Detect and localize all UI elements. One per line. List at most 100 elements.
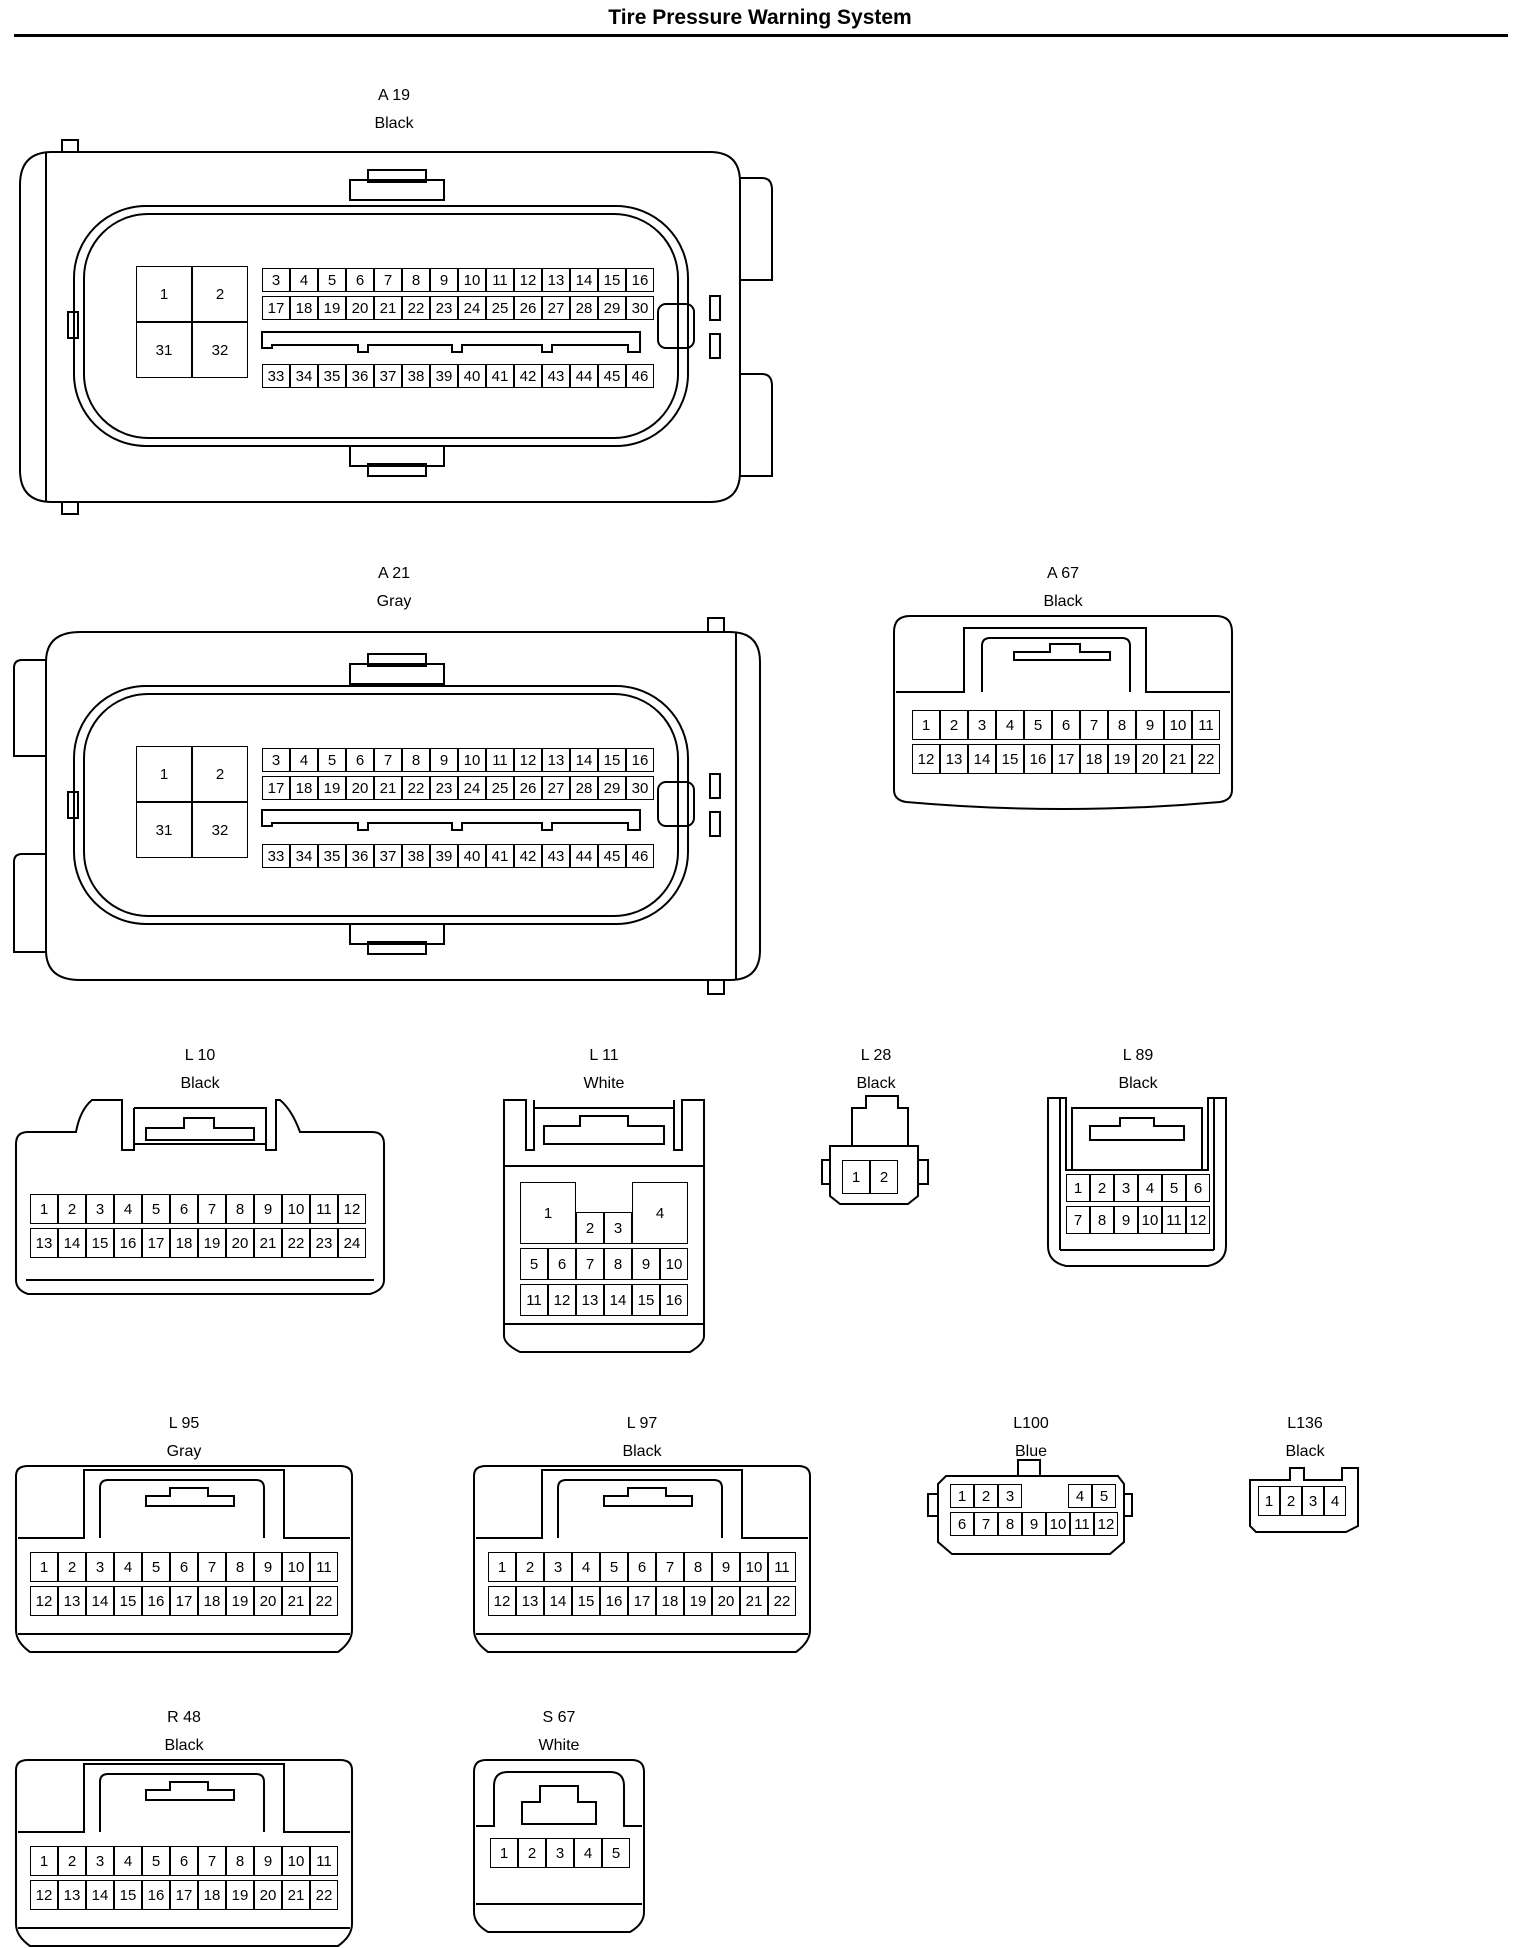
connector-l97-pin-18: 18 (656, 1586, 684, 1616)
connector-a19-pin-23: 23 (430, 296, 458, 320)
connector-l89-pin-7: 7 (1066, 1206, 1090, 1234)
connector-l95-pin-8: 8 (226, 1552, 254, 1582)
connector-a21-pin-17: 17 (262, 776, 290, 800)
connector-a67-pin-11: 11 (1192, 710, 1220, 740)
connector-a19-pin-38: 38 (402, 364, 430, 388)
connector-a21-pin-22: 22 (402, 776, 430, 800)
connector-l95-pin-14: 14 (86, 1586, 114, 1616)
connector-a21-pin-44: 44 (570, 844, 598, 868)
connector-a19-pin-25: 25 (486, 296, 514, 320)
connector-l89-pin-12: 12 (1186, 1206, 1210, 1234)
connector-a19-pin-37: 37 (374, 364, 402, 388)
connector-a19-pin-4: 4 (290, 268, 318, 292)
connector-l11-pin-10: 10 (660, 1248, 688, 1280)
connector-r48-pin-15: 15 (114, 1880, 142, 1910)
connector-a21-pin-7: 7 (374, 748, 402, 772)
connector-a19-pin-21: 21 (374, 296, 402, 320)
connector-l10-pin-23: 23 (310, 1228, 338, 1258)
connector-a21-pin-39: 39 (430, 844, 458, 868)
connector-a19-pin-15: 15 (598, 268, 626, 292)
connector-s67-housing (473, 1759, 645, 1933)
connector-a21-pin-26: 26 (514, 776, 542, 800)
connector-a19-pin-41: 41 (486, 364, 514, 388)
connector-r48-pin-17: 17 (170, 1880, 198, 1910)
connector-l97-id-label: L 97 (626, 1415, 658, 1432)
connector-a19-pin-33: 33 (262, 364, 290, 388)
connector-l89-pin-11: 11 (1162, 1206, 1186, 1234)
connector-a67-pin-2: 2 (940, 710, 968, 740)
connector-l100-pin-2: 2 (974, 1484, 998, 1508)
connector-l95-pin-9: 9 (254, 1552, 282, 1582)
connector-a67-pin-3: 3 (968, 710, 996, 740)
connector-r48-pin-22: 22 (310, 1880, 338, 1910)
connector-a19-pin-46: 46 (626, 364, 654, 388)
connector-l97-housing (473, 1465, 811, 1653)
connector-a19-pin-24: 24 (458, 296, 486, 320)
connector-a19-pin-16: 16 (626, 268, 654, 292)
connector-l11-id-label: L 11 (589, 1047, 619, 1064)
page-title: Tire Pressure Warning System (608, 6, 912, 29)
connector-r48-housing (15, 1759, 353, 1947)
connector-s67-pin-3: 3 (546, 1838, 574, 1868)
connector-l28-housing (821, 1095, 929, 1205)
connector-r48-pin-7: 7 (198, 1846, 226, 1876)
connector-a21-pin-16: 16 (626, 748, 654, 772)
connector-l95-pin-17: 17 (170, 1586, 198, 1616)
connector-a21-pin-33: 33 (262, 844, 290, 868)
connector-l100-pin-10: 10 (1046, 1512, 1070, 1536)
connector-l95-pin-2: 2 (58, 1552, 86, 1582)
connector-r48-pin-16: 16 (142, 1880, 170, 1910)
connector-a21-pin-45: 45 (598, 844, 626, 868)
connector-l100-pin-11: 11 (1070, 1512, 1094, 1536)
connector-a21-pin-19: 19 (318, 776, 346, 800)
connector-a19-pin-27: 27 (542, 296, 570, 320)
connector-a67-pin-8: 8 (1108, 710, 1136, 740)
connector-l97-pin-7: 7 (656, 1552, 684, 1582)
connector-a19-pin-45: 45 (598, 364, 626, 388)
connector-l100-pin-9: 9 (1022, 1512, 1046, 1536)
connector-s67-id-label: S 67 (542, 1709, 576, 1726)
connector-l10-pin-5: 5 (142, 1194, 170, 1224)
connector-l97-pin-22: 22 (768, 1586, 796, 1616)
connector-l89-pin-8: 8 (1090, 1206, 1114, 1234)
connector-a19-pin-18: 18 (290, 296, 318, 320)
connector-l11-pin-8: 8 (604, 1248, 632, 1280)
connector-r48-pin-14: 14 (86, 1880, 114, 1910)
connector-a21-pin-31: 31 (136, 802, 192, 858)
connector-a19-housing (19, 139, 773, 515)
connector-l100-pin-7: 7 (974, 1512, 998, 1536)
connector-a21-pin-12: 12 (514, 748, 542, 772)
connector-l95-pin-22: 22 (310, 1586, 338, 1616)
connector-r48-color-label: Black (164, 1737, 204, 1754)
connector-l10-housing (15, 1099, 385, 1295)
connector-l10-pin-6: 6 (170, 1194, 198, 1224)
connector-l11-pin-16: 16 (660, 1284, 688, 1316)
connector-l11-pin-3: 3 (604, 1212, 632, 1244)
connector-l100-pin-6: 6 (950, 1512, 974, 1536)
connector-l10-pin-9: 9 (254, 1194, 282, 1224)
connector-l11-pin-14: 14 (604, 1284, 632, 1316)
connector-l136-housing (1249, 1467, 1359, 1533)
connector-l95-pin-7: 7 (198, 1552, 226, 1582)
connector-l10-pin-10: 10 (282, 1194, 310, 1224)
connector-a19-id-label: A 19 (377, 87, 411, 104)
connector-l97-pin-13: 13 (516, 1586, 544, 1616)
connector-l100-pin-8: 8 (998, 1512, 1022, 1536)
connector-l10-pin-14: 14 (58, 1228, 86, 1258)
connector-l10-pin-4: 4 (114, 1194, 142, 1224)
connector-r48-pin-4: 4 (114, 1846, 142, 1876)
connector-l10-color-label: Black (180, 1075, 220, 1092)
connector-a19-pin-32: 32 (192, 322, 248, 378)
connector-l95-pin-19: 19 (226, 1586, 254, 1616)
connector-a19-color-label: Black (374, 115, 414, 132)
connector-l11-pin-9: 9 (632, 1248, 660, 1280)
connector-l10-pin-15: 15 (86, 1228, 114, 1258)
connector-l28-pin-1: 1 (842, 1160, 870, 1194)
connector-r48-pin-1: 1 (30, 1846, 58, 1876)
connector-a21-pin-24: 24 (458, 776, 486, 800)
connector-l89-pin-3: 3 (1114, 1174, 1138, 1202)
connector-r48-pin-19: 19 (226, 1880, 254, 1910)
connector-l11-pin-4: 4 (632, 1182, 688, 1244)
connector-r48-pin-10: 10 (282, 1846, 310, 1876)
connector-a67-pin-19: 19 (1108, 744, 1136, 774)
